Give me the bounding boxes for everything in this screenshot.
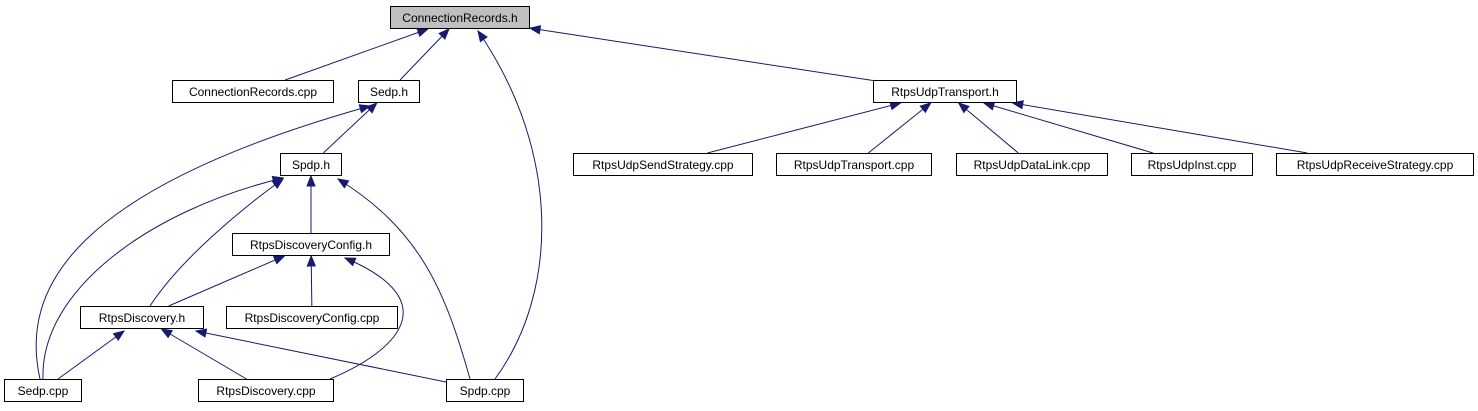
- edge-sedp-cpp-to-sedp-h: [35, 105, 371, 380]
- arrowhead-spdp-cpp-to-connectionrecords-h: [477, 29, 488, 43]
- edge-rtpsudpreceivestrategy-cpp-to-rtpsudptransport-h: [1012, 102, 1308, 154]
- edge-rtpsdiscovery-cpp-to-rtpsdiscovery-h: [161, 328, 247, 380]
- edge-rtpsdiscovery-h-to-spdp-h: [149, 178, 284, 307]
- arrowhead-sedp-cpp-to-sedp-h: [358, 104, 372, 114]
- edge-sedp-cpp-to-rtpsdiscovery-h: [57, 330, 125, 380]
- arrowhead-sedp-h-to-connectionrecords-h: [438, 28, 450, 40]
- arrowhead-connectionrecords-cpp-to-connectionrecords-h: [416, 28, 430, 37]
- node-rtpsdiscoveryconfig-cpp[interactable]: RtpsDiscoveryConfig.cpp: [226, 306, 398, 329]
- arrowhead-rtpsudpinst-cpp-to-rtpsudptransport-h: [982, 101, 996, 111]
- node-rtpsudpreceivestrategy-cpp[interactable]: RtpsUdpReceiveStrategy.cpp: [1276, 153, 1474, 176]
- edge-rtpsudptransport-h-to-connectionrecords-h: [529, 27, 874, 82]
- node-rtpsudptransport-h[interactable]: RtpsUdpTransport.h: [873, 80, 1017, 103]
- node-rtpsudpsendstrategy-cpp[interactable]: RtpsUdpSendStrategy.cpp: [573, 153, 753, 176]
- edge-rtpsdiscovery-h-to-rtpsdiscoveryconfig-h: [168, 255, 285, 307]
- edge-rtpsudpdatalink-cpp-to-rtpsudptransport-h: [958, 102, 1019, 154]
- node-rtpsdiscoveryconfig-h[interactable]: RtpsDiscoveryConfig.h: [232, 233, 390, 256]
- node-rtpsudpinst-cpp[interactable]: RtpsUdpInst.cpp: [1131, 153, 1253, 176]
- edge-sedp-cpp-to-spdp-h: [42, 177, 284, 380]
- arrowhead-spdp-cpp-to-rtpsdiscovery-h: [194, 328, 208, 338]
- node-connectionrecords-cpp[interactable]: ConnectionRecords.cpp: [172, 80, 334, 103]
- edge-rtpsudpsendstrategy-cpp-to-rtpsudptransport-h: [707, 102, 901, 154]
- arrowhead-rtpsdiscovery-cpp-to-rtpsdiscoveryconfig-h: [343, 257, 357, 267]
- edge-spdp-h-to-sedp-h: [322, 102, 378, 154]
- arrowhead-sedp-cpp-to-rtpsdiscovery-h: [112, 330, 126, 342]
- node-rtpsdiscovery-h[interactable]: RtpsDiscovery.h: [80, 306, 204, 329]
- arrowhead-rtpsdiscoveryconfig-h-to-spdp-h: [306, 174, 316, 187]
- node-rtpsdiscovery-cpp[interactable]: RtpsDiscovery.cpp: [198, 379, 334, 402]
- arrowhead-rtpsdiscovery-h-to-rtpsdiscoveryconfig-h: [272, 255, 286, 265]
- edge-spdp-cpp-to-connectionrecords-h: [477, 30, 543, 380]
- node-spdp-cpp[interactable]: Spdp.cpp: [446, 379, 524, 402]
- edge-spdp-cpp-to-rtpsdiscovery-h: [195, 330, 447, 383]
- edge-rtpsudpinst-cpp-to-rtpsudptransport-h: [983, 102, 1154, 154]
- node-connectionrecords-h[interactable]: ConnectionRecords.h: [390, 6, 530, 29]
- edge-sedp-h-to-connectionrecords-h: [399, 28, 450, 81]
- edge-rtpsdiscovery-cpp-to-rtpsdiscoveryconfig-h: [329, 257, 404, 380]
- node-spdp-h[interactable]: Spdp.h: [280, 153, 342, 176]
- arrowhead-rtpsudpdatalink-cpp-to-rtpsudptransport-h: [957, 102, 970, 114]
- edge-connectionrecords-cpp-to-connectionrecords-h: [285, 28, 428, 81]
- arrowhead-rtpsdiscoveryconfig-cpp-to-rtpsdiscoveryconfig-h: [306, 254, 317, 267]
- arrowhead-spdp-h-to-sedp-h: [365, 102, 378, 114]
- arrowhead-spdp-cpp-to-spdp-h: [336, 178, 350, 189]
- node-sedp-h[interactable]: Sedp.h: [358, 80, 420, 103]
- node-sedp-cpp[interactable]: Sedp.cpp: [4, 379, 82, 402]
- edge-rtpsudptransport-cpp-to-rtpsudptransport-h: [868, 102, 931, 154]
- arrowhead-sedp-cpp-to-spdp-h: [271, 175, 285, 186]
- arrowhead-rtpsdiscovery-cpp-to-rtpsdiscovery-h: [160, 328, 173, 339]
- node-rtpsudptransport-cpp[interactable]: RtpsUdpTransport.cpp: [776, 153, 932, 176]
- edge-spdp-cpp-to-spdp-h: [337, 178, 471, 380]
- node-rtpsudpdatalink-cpp[interactable]: RtpsUdpDataLink.cpp: [956, 153, 1108, 176]
- arrowhead-rtpsudptransport-h-to-connectionrecords-h: [528, 25, 542, 35]
- arrowhead-rtpsudptransport-cpp-to-rtpsudptransport-h: [919, 102, 932, 114]
